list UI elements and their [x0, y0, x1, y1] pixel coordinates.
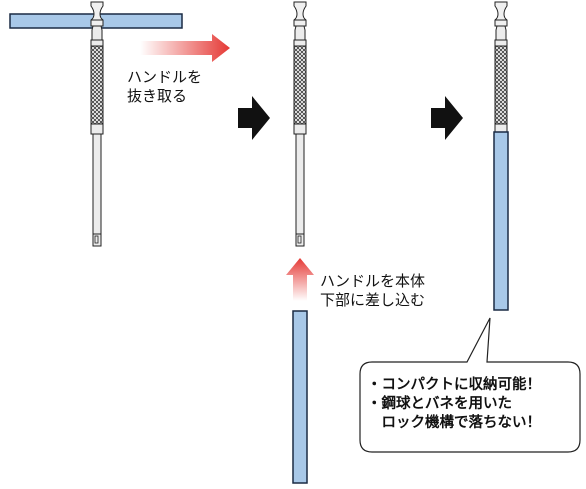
handle-rod-loose	[292, 310, 308, 484]
callout-line2: ・鋼球とバネを用いた	[367, 396, 512, 412]
callout-text: ・コンパクトに収納可能！ ・鋼球とバネを用いた ロック機構で落ちない！	[367, 376, 541, 433]
step1-label-line1: ハンドルを	[127, 68, 203, 86]
handle-rod-stored	[493, 131, 509, 311]
black-step-arrow	[238, 96, 270, 140]
black-step-arrow	[431, 96, 463, 140]
callout-line3: ロック機構で落ちない！	[367, 415, 541, 431]
step2-label-line1: ハンドルを本体	[320, 272, 426, 290]
screwdriver-step2	[293, 1, 307, 247]
callout-line1: ・コンパクトに収納可能！	[367, 377, 541, 393]
step2-label: ハンドルを本体 下部に差し込む	[320, 272, 425, 310]
red-gradient-arrow-right	[140, 34, 230, 62]
step2-label-line2: 下部に差し込む	[320, 291, 426, 309]
screwdriver-step1	[90, 1, 104, 247]
step1-label-line2: 抜き取る	[127, 87, 188, 105]
callout-bubble	[359, 317, 581, 453]
step1-label: ハンドルを 抜き取る	[127, 68, 202, 106]
red-gradient-arrow-up	[286, 258, 314, 301]
